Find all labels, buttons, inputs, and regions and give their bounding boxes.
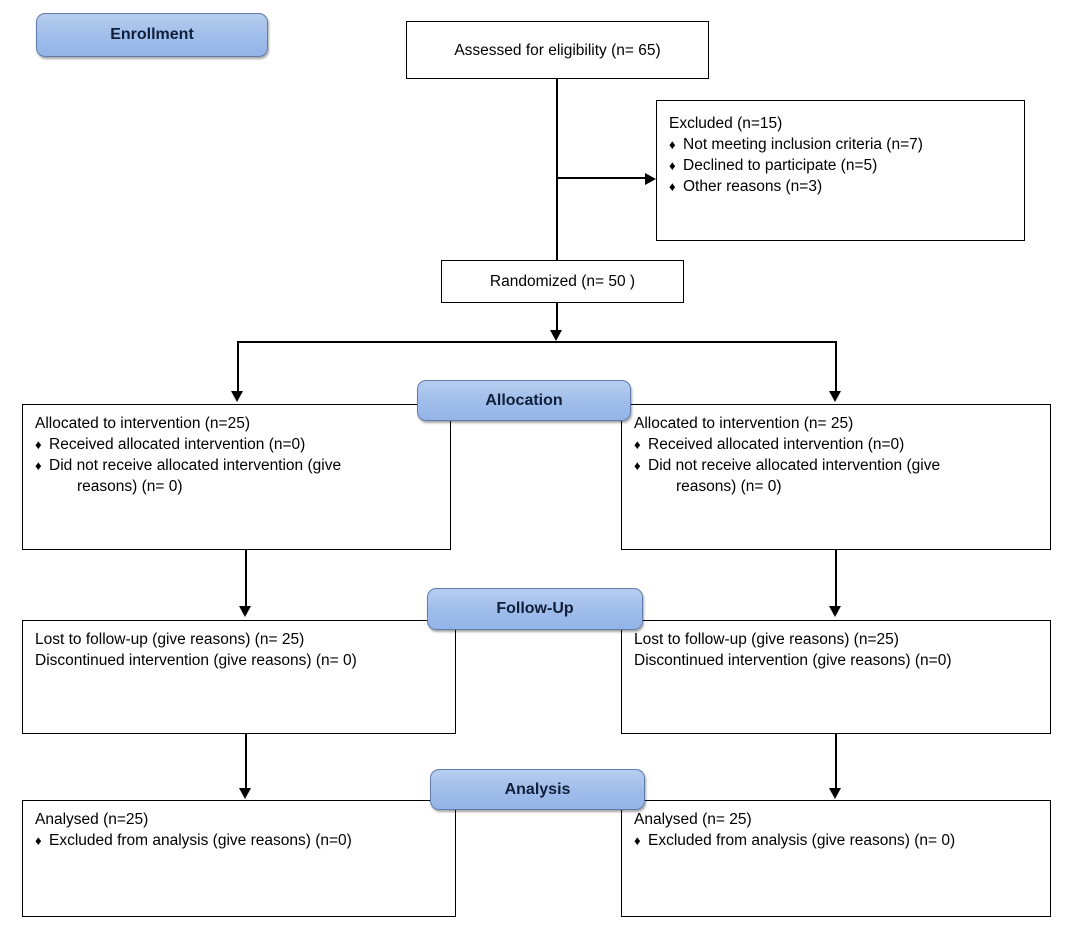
connector-randomized-stem bbox=[556, 303, 558, 330]
diamond-bullet-icon: ♦ bbox=[669, 179, 676, 194]
stage-label-analysis: Analysis bbox=[430, 769, 645, 810]
diamond-bullet-icon: ♦ bbox=[35, 833, 42, 848]
connector-assessed-to-excluded bbox=[556, 177, 645, 179]
followup-right-box: Lost to follow-up (give reasons) (n=25) … bbox=[621, 620, 1051, 734]
followup-left-box: Lost to follow-up (give reasons) (n= 25)… bbox=[22, 620, 456, 734]
diamond-bullet-icon: ♦ bbox=[634, 437, 641, 452]
allocation-split-bus bbox=[237, 341, 836, 343]
stage-label-followup-text: Follow-Up bbox=[496, 600, 574, 617]
allocation-left-item-text: Received allocated intervention (n=0) bbox=[49, 436, 306, 453]
allocation-right-box: Allocated to intervention (n= 25) ♦ Rece… bbox=[621, 404, 1051, 550]
connector-assessed-to-randomized bbox=[556, 79, 558, 260]
excluded-reason-text: Other reasons (n=3) bbox=[683, 178, 823, 195]
connector-alloc-left-to-followup bbox=[245, 550, 247, 606]
excluded-box: Excluded (n=15) ♦ Not meeting inclusion … bbox=[656, 100, 1025, 241]
allocation-left-header: Allocated to intervention (n=25) bbox=[35, 415, 250, 432]
analysis-left-box: Analysed (n=25) ♦ Excluded from analysis… bbox=[22, 800, 456, 917]
excluded-header: Excluded (n=15) bbox=[669, 115, 783, 132]
arrowhead-right-allocation bbox=[829, 391, 841, 402]
analysis-right-list: ♦ Excluded from analysis (give reasons) … bbox=[634, 830, 1040, 851]
randomized-box: Randomized (n= 50 ) bbox=[441, 260, 684, 303]
list-item: ♦ Did not receive allocated intervention… bbox=[35, 455, 440, 497]
allocation-right-item-text: Did not receive allocated intervention (… bbox=[648, 457, 941, 474]
stage-label-enrollment: Enrollment bbox=[36, 13, 268, 57]
excluded-reason-text: Not meeting inclusion criteria (n=7) bbox=[683, 136, 923, 153]
connector-alloc-right-to-followup bbox=[835, 550, 837, 606]
assessed-for-eligibility-box: Assessed for eligibility (n= 65) bbox=[406, 21, 709, 79]
diamond-bullet-icon: ♦ bbox=[634, 833, 641, 848]
arrowhead-left-followup bbox=[239, 606, 251, 617]
analysis-right-header: Analysed (n= 25) bbox=[634, 811, 752, 828]
allocation-right-header: Allocated to intervention (n= 25) bbox=[634, 415, 854, 432]
connector-split-left bbox=[237, 341, 239, 391]
allocation-right-item-continuation: reasons) (n= 0) bbox=[676, 478, 782, 495]
list-item: ♦ Excluded from analysis (give reasons) … bbox=[35, 830, 445, 851]
arrowhead-left-allocation bbox=[231, 391, 243, 402]
followup-left-line: Discontinued intervention (give reasons)… bbox=[35, 652, 357, 669]
connector-followup-left-to-analysis bbox=[245, 734, 247, 788]
allocation-left-box: Allocated to intervention (n=25) ♦ Recei… bbox=[22, 404, 451, 550]
allocation-right-list: ♦ Received allocated intervention (n=0) … bbox=[634, 434, 1040, 497]
followup-left-line: Lost to follow-up (give reasons) (n= 25) bbox=[35, 631, 305, 648]
allocation-left-item-continuation: reasons) (n= 0) bbox=[77, 478, 183, 495]
analysis-left-list: ♦ Excluded from analysis (give reasons) … bbox=[35, 830, 445, 851]
arrowhead-left-analysis bbox=[239, 788, 251, 799]
followup-right-line: Lost to follow-up (give reasons) (n=25) bbox=[634, 631, 899, 648]
arrowhead-randomized-split bbox=[550, 330, 562, 341]
stage-label-allocation: Allocation bbox=[417, 380, 631, 421]
diamond-bullet-icon: ♦ bbox=[669, 137, 676, 152]
assessed-for-eligibility-text: Assessed for eligibility (n= 65) bbox=[454, 41, 661, 59]
allocation-left-list: ♦ Received allocated intervention (n=0) … bbox=[35, 434, 440, 497]
arrowhead-right-analysis bbox=[829, 788, 841, 799]
allocation-right-item-text: Received allocated intervention (n=0) bbox=[648, 436, 905, 453]
list-item: ♦ Not meeting inclusion criteria (n=7) bbox=[669, 134, 1014, 155]
list-item: ♦ Excluded from analysis (give reasons) … bbox=[634, 830, 1040, 851]
excluded-reason-list: ♦ Not meeting inclusion criteria (n=7) ♦… bbox=[669, 134, 1014, 197]
stage-label-analysis-text: Analysis bbox=[504, 780, 571, 798]
analysis-right-box: Analysed (n= 25) ♦ Excluded from analysi… bbox=[621, 800, 1051, 917]
analysis-left-header: Analysed (n=25) bbox=[35, 811, 149, 828]
list-item: ♦ Received allocated intervention (n=0) bbox=[634, 434, 1040, 455]
allocation-left-item-text: Did not receive allocated intervention (… bbox=[49, 457, 342, 474]
stage-label-allocation-text: Allocation bbox=[485, 391, 563, 409]
diamond-bullet-icon: ♦ bbox=[634, 458, 641, 473]
diamond-bullet-icon: ♦ bbox=[669, 158, 676, 173]
stage-label-followup: Follow-Up bbox=[427, 588, 643, 630]
list-item: ♦ Did not receive allocated intervention… bbox=[634, 455, 1040, 497]
list-item: ♦ Declined to participate (n=5) bbox=[669, 155, 1014, 176]
randomized-text: Randomized (n= 50 ) bbox=[489, 273, 636, 290]
analysis-left-item-text: Excluded from analysis (give reasons) (n… bbox=[49, 832, 352, 849]
stage-label-enrollment-text: Enrollment bbox=[110, 26, 194, 43]
connector-split-right bbox=[835, 341, 837, 391]
list-item: ♦ Other reasons (n=3) bbox=[669, 176, 1014, 197]
arrowhead-to-excluded bbox=[645, 173, 656, 185]
connector-followup-right-to-analysis bbox=[835, 734, 837, 788]
followup-right-line: Discontinued intervention (give reasons)… bbox=[634, 652, 952, 669]
diamond-bullet-icon: ♦ bbox=[35, 437, 42, 452]
analysis-right-item-text: Excluded from analysis (give reasons) (n… bbox=[648, 832, 956, 849]
arrowhead-right-followup bbox=[829, 606, 841, 617]
excluded-reason-text: Declined to participate (n=5) bbox=[683, 157, 878, 174]
diamond-bullet-icon: ♦ bbox=[35, 458, 42, 473]
list-item: ♦ Received allocated intervention (n=0) bbox=[35, 434, 440, 455]
